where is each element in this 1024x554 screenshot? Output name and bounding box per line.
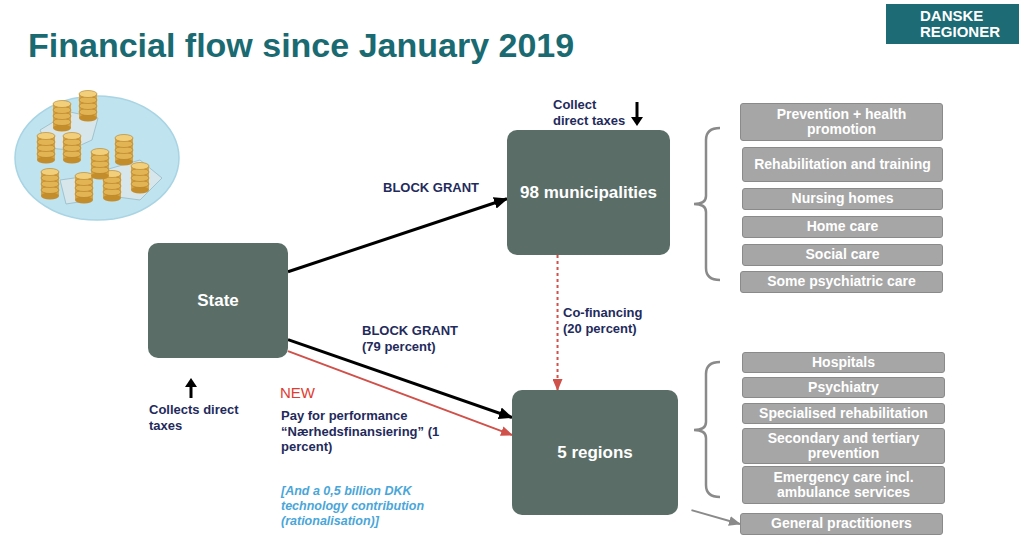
note-label: Collect direct taxes xyxy=(553,97,635,128)
note-label: Collects direct taxes xyxy=(149,402,239,433)
box-text: 98 municipalities xyxy=(520,182,657,203)
level-box: 5 regions xyxy=(512,390,678,515)
flow-arrow xyxy=(691,510,740,524)
service-box: Home care xyxy=(742,216,943,238)
service-box: Some psychiatric care xyxy=(740,271,943,293)
box-text: Social care xyxy=(806,247,880,262)
box-text: Home care xyxy=(807,219,879,234)
box-text: 5 regions xyxy=(557,442,633,463)
box-text: Emergency care incl. ambulance services xyxy=(747,470,940,500)
service-box: Nursing homes xyxy=(742,188,943,210)
tax-arrow-down xyxy=(636,102,639,118)
service-box: Rehabilitation and training xyxy=(742,147,943,182)
page-title: Financial flow since January 2019 xyxy=(28,26,574,65)
level-box: State xyxy=(148,243,288,358)
box-text: Rehabilitation and training xyxy=(754,157,931,172)
box-text: Specialised rehabilitation xyxy=(759,406,928,421)
note-label: [And a 0,5 billion DKK technology contri… xyxy=(281,484,449,529)
note-label: NEW xyxy=(280,384,340,402)
service-box: Emergency care incl. ambulance services xyxy=(742,466,945,504)
level-box: 98 municipalities xyxy=(507,130,670,255)
box-text: Nursing homes xyxy=(792,191,894,206)
tax-arrow-down-head xyxy=(631,117,643,126)
curly-bracket xyxy=(694,362,720,497)
logo-box: DANSKE REGIONER xyxy=(886,4,1019,44)
edge-label: BLOCK GRANT xyxy=(383,180,503,196)
service-box: Specialised rehabilitation xyxy=(742,403,945,424)
tax-arrow-up xyxy=(190,386,193,398)
box-text: State xyxy=(197,290,239,311)
box-text: Some psychiatric care xyxy=(767,274,916,289)
coin-map-illustration xyxy=(15,91,179,221)
service-box: Prevention + health promotion xyxy=(740,103,943,141)
flow-arrow xyxy=(288,199,507,272)
service-box: Secondary and tertiary prevention xyxy=(742,428,945,464)
box-text: Hospitals xyxy=(812,355,875,370)
edge-label: Co-financing (20 percent) xyxy=(563,305,658,336)
box-text: Secondary and tertiary prevention xyxy=(747,431,940,461)
edge-label: Pay for performance “Nærhedsfinansiering… xyxy=(281,408,451,455)
curly-bracket xyxy=(694,128,720,280)
tax-arrow-up-head xyxy=(185,378,197,387)
service-box: Social care xyxy=(742,244,943,266)
service-box: Psychiatry xyxy=(742,377,945,398)
service-box: Hospitals xyxy=(742,352,945,373)
box-text: DANSKE REGIONER xyxy=(920,8,1015,40)
box-text: Psychiatry xyxy=(808,380,879,395)
flow-arrow xyxy=(557,255,559,390)
service-box: General practitioners xyxy=(740,513,943,535)
box-text: General practitioners xyxy=(771,516,912,531)
edge-label: BLOCK GRANT (79 percent) xyxy=(362,323,462,354)
box-text: Prevention + health promotion xyxy=(745,107,938,137)
